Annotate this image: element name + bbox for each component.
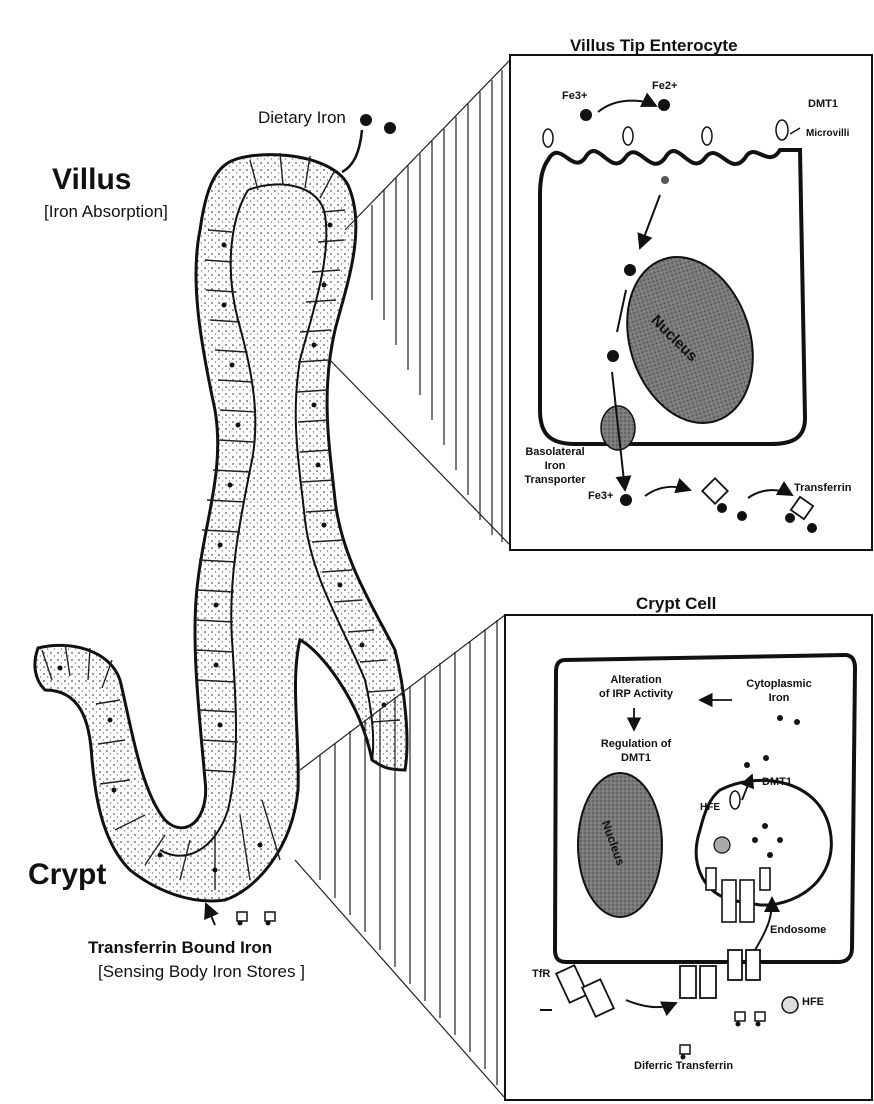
- transferrin-icon: [265, 912, 275, 921]
- basolateral-label: Basolateral: [515, 446, 595, 458]
- tfr-label: TfR: [532, 968, 550, 980]
- villus-panel-title: Villus Tip Enterocyte: [570, 36, 738, 56]
- dietary-iron-dot: [384, 122, 396, 134]
- fe3-out-label: Fe3+: [588, 490, 613, 502]
- crypt-dmt1-label: DMT1: [762, 776, 792, 788]
- regulation-dmt1-label: DMT1: [586, 752, 686, 764]
- sensing-body-iron-label: [Sensing Body Iron Stores ]: [98, 962, 305, 982]
- zoom-fan-upper: [330, 60, 510, 545]
- cytoplasmic-label: Cytoplasmic: [734, 678, 824, 690]
- hfe-marker: [782, 997, 798, 1013]
- fe3-label: Fe3+: [562, 90, 587, 102]
- alteration-label: Alteration: [586, 674, 686, 686]
- dmt1-transporter: [776, 120, 788, 140]
- transferrin-icon: [237, 912, 247, 921]
- microvilli-label: Microvilli: [806, 128, 849, 139]
- transferrin-bound-iron-label: Transferrin Bound Iron: [88, 938, 272, 958]
- villus-subtitle: [Iron Absorption]: [44, 202, 168, 222]
- crypt-panel-title: Crypt Cell: [636, 594, 716, 614]
- transferrin-label: Transferrin: [794, 482, 851, 494]
- dmt1-label: DMT1: [808, 98, 838, 110]
- villus-crypt-illustration: [35, 114, 407, 926]
- fe2-label: Fe2+: [652, 80, 677, 92]
- hfe-top-label: HFE: [700, 802, 720, 813]
- iron-label: Iron: [515, 460, 595, 472]
- diferric-transferrin-label: Diferric Transferrin: [634, 1060, 733, 1072]
- dietary-iron-dot: [360, 114, 372, 126]
- cytoplasmic-iron-label: Iron: [734, 692, 824, 704]
- endosome-label: Endosome: [770, 924, 826, 936]
- transporter-label: Transporter: [515, 474, 595, 486]
- hfe-bottom-label: HFE: [802, 996, 824, 1008]
- dietary-iron-label: Dietary Iron: [258, 108, 346, 128]
- regulation-label: Regulation of: [586, 738, 686, 750]
- villus-title: Villus: [52, 163, 131, 197]
- villus-epithelium: [35, 155, 407, 901]
- irp-activity-label: of IRP Activity: [586, 688, 686, 700]
- crypt-title: Crypt: [28, 858, 106, 892]
